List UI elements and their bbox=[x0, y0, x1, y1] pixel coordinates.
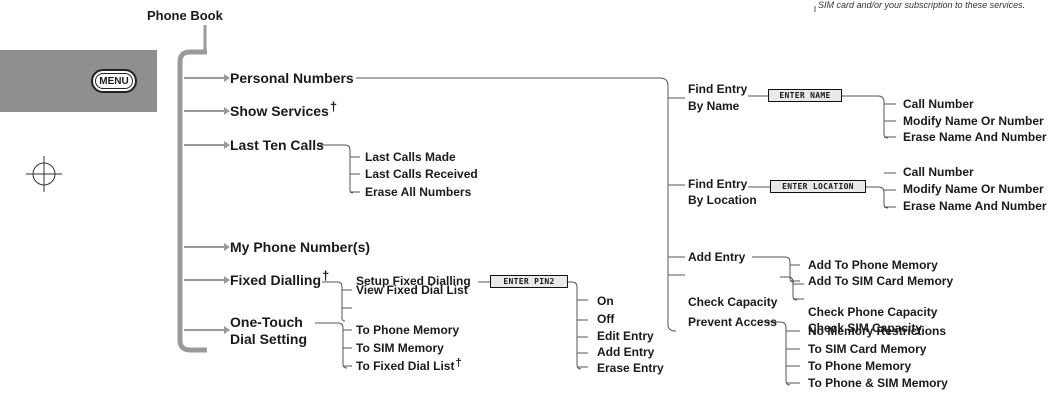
option-erase-all-numbers[interactable]: Erase All Numbers bbox=[365, 185, 472, 199]
dagger-mark: † bbox=[329, 99, 338, 114]
key-enter-name: ENTER NAME bbox=[768, 89, 842, 102]
item-label: Fixed Dialling bbox=[230, 272, 322, 288]
name-option-modify[interactable]: Modify Name Or Number bbox=[903, 114, 1044, 128]
menu-button[interactable]: MENU bbox=[91, 69, 137, 93]
option-edit-entry[interactable]: Edit Entry bbox=[597, 329, 654, 343]
find-entry-by-location-line1[interactable]: Find Entry bbox=[688, 177, 748, 191]
item-one-touch[interactable]: One-Touch bbox=[230, 314, 303, 330]
item-label: To Fixed Dial List bbox=[356, 359, 455, 373]
name-option-call-number[interactable]: Call Number bbox=[903, 97, 974, 111]
option-prevent-to-phone-memory[interactable]: To Phone Memory bbox=[808, 359, 912, 373]
add-entry[interactable]: Add Entry bbox=[688, 250, 746, 264]
item-dial-setting[interactable]: Dial Setting bbox=[230, 331, 308, 347]
key-enter-pin2: ENTER PIN2 bbox=[490, 275, 568, 288]
option-to-phone-memory[interactable]: To Phone Memory bbox=[356, 323, 460, 337]
page-title: Phone Book bbox=[147, 8, 223, 23]
option-setup-fixed-dialling[interactable]: Setup Fixed Dialling bbox=[356, 274, 471, 288]
option-erase-entry[interactable]: Erase Entry bbox=[597, 361, 664, 375]
check-capacity[interactable]: Check Capacity bbox=[688, 295, 778, 309]
option-off[interactable]: Off bbox=[597, 312, 615, 326]
key-enter-location: ENTER LOCATION bbox=[770, 180, 866, 193]
location-option-call-number[interactable]: Call Number bbox=[903, 165, 974, 179]
option-check-sim-capacity[interactable]: Check SIM Capacity bbox=[808, 321, 923, 335]
find-entry-by-name-line1[interactable]: Find Entry bbox=[688, 82, 748, 96]
find-entry-by-name-line2[interactable]: By Name bbox=[688, 99, 740, 113]
find-entry-by-location-line2[interactable]: By Location bbox=[688, 193, 757, 207]
note-text: SIM card and/or your subscription to the… bbox=[818, 0, 1026, 10]
item-fixed-dialling[interactable]: Fixed Dialling† bbox=[230, 268, 329, 288]
location-option-erase[interactable]: Erase Name And Number bbox=[903, 199, 1047, 213]
name-option-erase[interactable]: Erase Name And Number bbox=[903, 130, 1047, 144]
option-last-calls-received[interactable]: Last Calls Received bbox=[365, 167, 478, 181]
option-add-to-sim-card-memory[interactable]: Add To SIM Card Memory bbox=[808, 274, 954, 288]
option-add-entry[interactable]: Add Entry bbox=[597, 345, 655, 359]
item-my-phone-numbers[interactable]: My Phone Number(s) bbox=[230, 239, 371, 255]
option-to-phone-and-sim-memory[interactable]: To Phone & SIM Memory bbox=[808, 376, 948, 390]
option-on[interactable]: On bbox=[597, 294, 614, 308]
location-option-modify[interactable]: Modify Name Or Number bbox=[903, 182, 1044, 196]
option-to-fixed-dial-list[interactable]: To Fixed Dial List† bbox=[356, 357, 462, 373]
option-no-memory-restrictions[interactable]: No Memory Restrictions bbox=[808, 324, 947, 338]
option-last-calls-made[interactable]: Last Calls Made bbox=[365, 150, 456, 164]
item-label: Show Services bbox=[230, 103, 329, 119]
item-personal-numbers[interactable]: Personal Numbers bbox=[230, 70, 354, 86]
option-to-sim-card-memory[interactable]: To SIM Card Memory bbox=[808, 342, 927, 356]
dagger-mark: † bbox=[322, 268, 330, 283]
item-last-ten-calls[interactable]: Last Ten Calls bbox=[230, 137, 324, 153]
option-add-to-phone-memory[interactable]: Add To Phone Memory bbox=[808, 258, 938, 272]
option-check-phone-capacity[interactable]: Check Phone Capacity bbox=[808, 305, 938, 319]
option-view-fixed-dial-list[interactable]: View Fixed Dial List bbox=[356, 283, 468, 297]
prevent-access[interactable]: Prevent Access bbox=[688, 315, 777, 329]
item-show-services[interactable]: Show Services† bbox=[230, 99, 337, 119]
dagger-mark: † bbox=[455, 357, 462, 369]
option-to-sim-memory[interactable]: To SIM Memory bbox=[356, 341, 444, 355]
